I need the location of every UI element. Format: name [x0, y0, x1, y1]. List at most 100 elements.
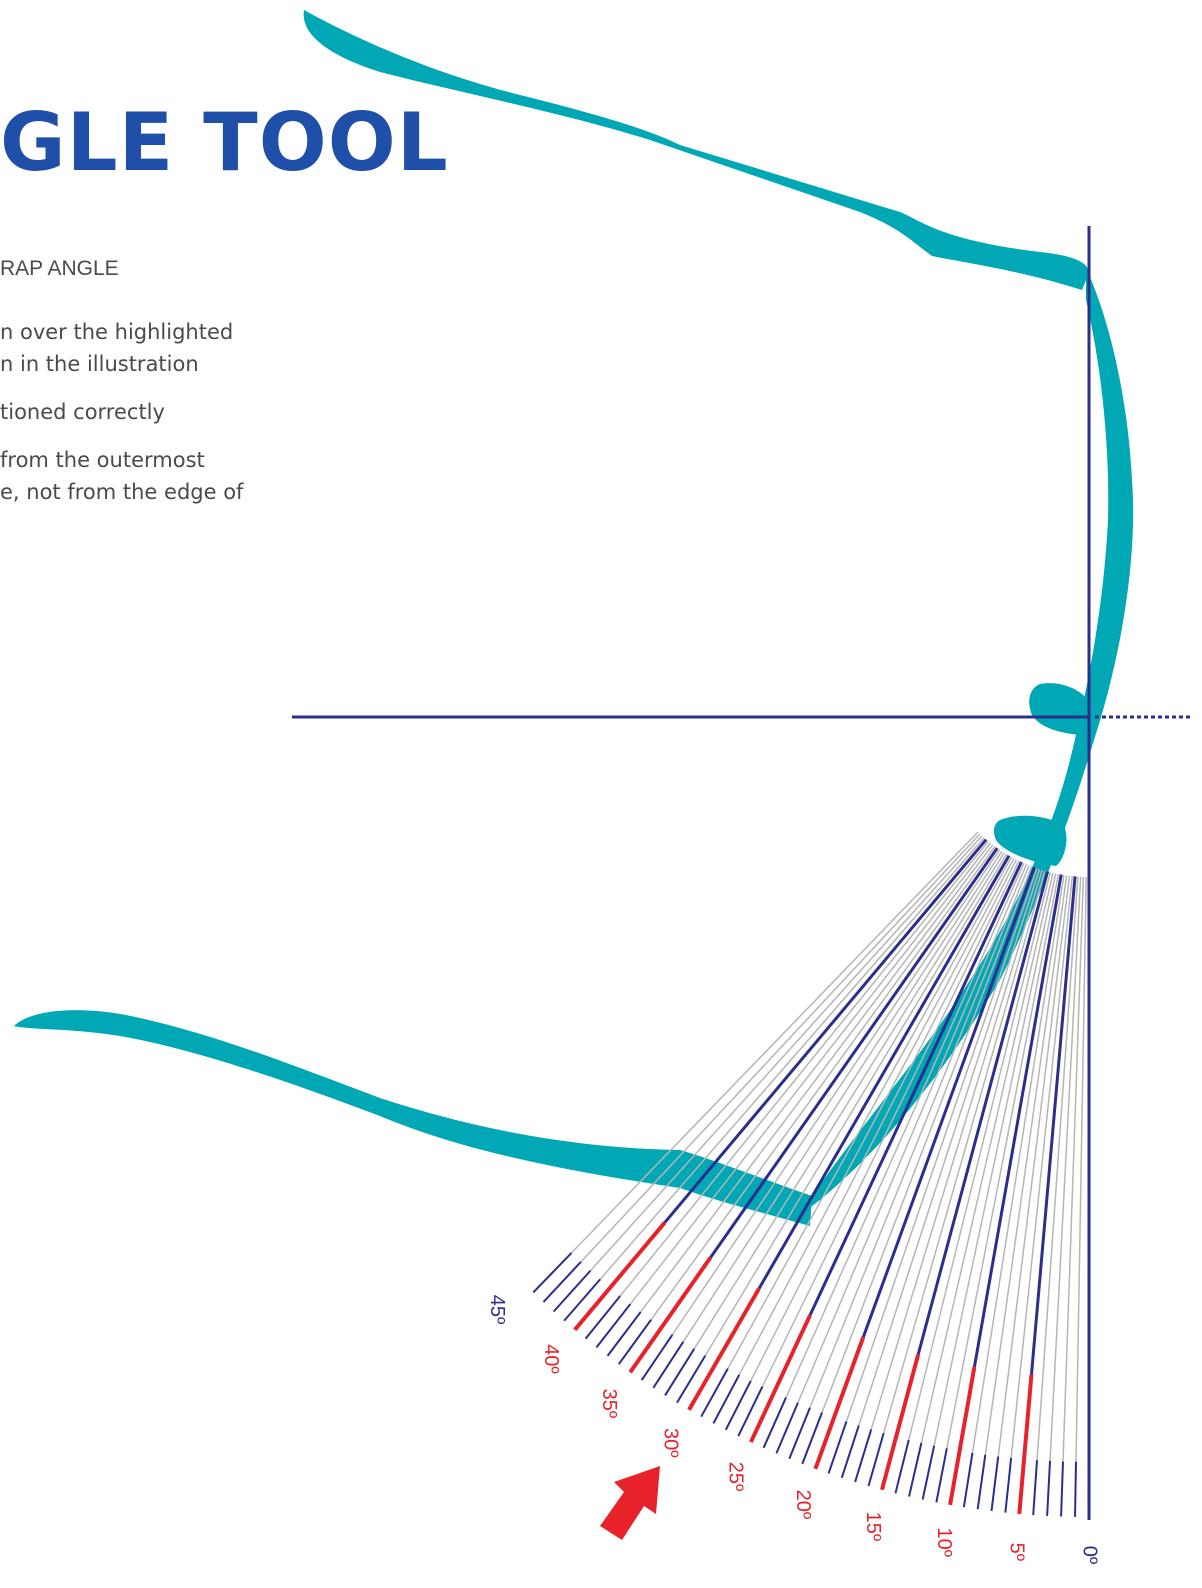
- minor-tick: [700, 1368, 729, 1418]
- minor-ray: [785, 862, 1025, 1398]
- minor-tick: [595, 1303, 632, 1349]
- minor-ray: [845, 868, 1038, 1422]
- major-ray-highlight: [628, 1256, 713, 1374]
- minor-tick: [1046, 1460, 1052, 1516]
- instruction-line: e, not from the edge of: [0, 480, 244, 504]
- minor-tick: [563, 1278, 601, 1322]
- minor-tick: [584, 1295, 621, 1340]
- degree-label-10: 10º: [933, 1527, 955, 1557]
- instruction-2: tioned correctly: [0, 396, 165, 428]
- minor-tick: [908, 1442, 923, 1497]
- minor-tick: [737, 1386, 764, 1437]
- page-title: GLE TOOL: [0, 96, 449, 189]
- temple-arm-top: [303, 10, 1089, 290]
- major-ray: [861, 866, 1036, 1338]
- minor-ray: [821, 866, 1033, 1413]
- degree-label-0: 0º: [1079, 1546, 1101, 1565]
- minor-ray: [599, 837, 985, 1280]
- minor-ray: [1062, 876, 1085, 1462]
- minor-ray: [693, 852, 1005, 1350]
- minor-ray: [650, 846, 996, 1321]
- minor-tick: [935, 1448, 948, 1503]
- degree-label-5: 5º: [1006, 1543, 1028, 1562]
- minor-ray: [908, 872, 1052, 1441]
- minor-ray: [704, 853, 1008, 1356]
- minor-ray: [920, 872, 1054, 1444]
- minor-tick: [664, 1348, 696, 1396]
- minor-tick: [1060, 1461, 1064, 1517]
- nose-pad-bottom: [993, 815, 1067, 866]
- minor-ray: [971, 874, 1065, 1453]
- lens-front: [800, 268, 1134, 1215]
- minor-tick: [762, 1397, 787, 1449]
- instruction-1: n over the highlighted n in the illustra…: [0, 316, 233, 380]
- minor-tick: [990, 1456, 1000, 1512]
- minor-ray: [738, 857, 1015, 1376]
- minor-tick: [640, 1334, 674, 1381]
- minor-ray: [946, 873, 1060, 1449]
- minor-ray: [933, 873, 1057, 1446]
- minor-ray: [1049, 876, 1082, 1462]
- major-ray-highlight: [687, 1287, 761, 1411]
- minor-tick: [962, 1452, 974, 1508]
- minor-tick: [827, 1421, 848, 1474]
- minor-ray: [629, 842, 992, 1305]
- minor-tick: [1004, 1457, 1013, 1513]
- minor-tick: [676, 1355, 707, 1404]
- minor-tick: [724, 1380, 752, 1431]
- minor-tick: [652, 1341, 685, 1389]
- minor-tick: [976, 1454, 987, 1510]
- minor-ray: [580, 833, 981, 1263]
- minor-ray: [997, 875, 1071, 1457]
- instruction-line: from the outermost: [0, 448, 205, 472]
- minor-ray: [640, 844, 994, 1313]
- major-ray: [757, 854, 1011, 1290]
- minor-tick: [552, 1269, 592, 1313]
- minor-ray: [797, 863, 1028, 1404]
- minor-tick: [801, 1412, 823, 1465]
- minor-ray: [750, 859, 1018, 1382]
- degree-label-45: 45º: [486, 1295, 508, 1325]
- temple-arm-bottom: [14, 1010, 812, 1226]
- minor-ray: [1010, 876, 1074, 1458]
- major-ray: [1029, 876, 1077, 1375]
- minor-tick: [840, 1425, 860, 1479]
- minor-tick: [617, 1319, 652, 1365]
- minor-tick: [606, 1311, 642, 1357]
- minor-ray: [858, 868, 1041, 1426]
- major-ray: [916, 871, 1050, 1355]
- major-ray-highlight: [948, 1366, 977, 1506]
- minor-tick: [894, 1439, 910, 1494]
- page-subtitle: RAP ANGLE: [0, 257, 119, 280]
- instruction-3: from the outermost e, not from the edge …: [0, 444, 243, 508]
- minor-ray: [870, 869, 1043, 1430]
- major-ray: [808, 861, 1023, 1316]
- minor-tick: [542, 1261, 582, 1303]
- major-ray: [663, 838, 988, 1224]
- protractor-rays: [532, 831, 1087, 1517]
- minor-tick: [532, 1252, 573, 1294]
- minor-ray: [727, 856, 1013, 1369]
- degree-label-20: 20º: [792, 1490, 814, 1520]
- minor-tick: [1032, 1460, 1039, 1516]
- instruction-line: n in the illustration: [0, 352, 199, 376]
- minor-ray: [671, 849, 1001, 1336]
- minor-tick: [1074, 1461, 1077, 1517]
- minor-ray: [809, 865, 1030, 1409]
- protractor-guides: [292, 226, 1190, 1520]
- degree-label-30: 30º: [660, 1428, 682, 1458]
- minor-ray: [1075, 876, 1087, 1462]
- major-ray: [709, 847, 999, 1259]
- nose-pad-top: [1029, 683, 1091, 735]
- major-ray-highlight: [1017, 1374, 1034, 1515]
- degree-label-35: 35º: [598, 1389, 620, 1419]
- minor-tick: [854, 1429, 873, 1483]
- sunglasses-frame: [14, 10, 1134, 1226]
- minor-ray: [882, 870, 1046, 1434]
- minor-ray: [682, 850, 1003, 1343]
- major-ray-highlight: [880, 1353, 921, 1491]
- red-arrow-icon: [600, 1466, 660, 1540]
- minor-tick: [712, 1374, 741, 1424]
- minor-ray: [761, 860, 1020, 1387]
